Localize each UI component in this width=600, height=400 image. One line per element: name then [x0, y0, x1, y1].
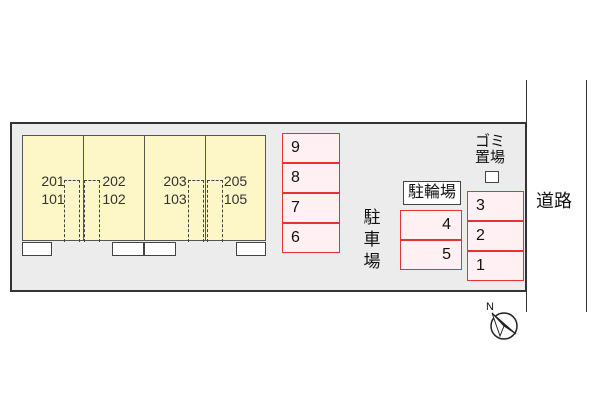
- entrance-step: [236, 242, 266, 256]
- parking-number: 8: [291, 169, 300, 186]
- parking-lot-label: 駐 車 場: [363, 208, 381, 271]
- bicycle-parking-label: 駐輪場: [403, 181, 461, 205]
- parking-number: 7: [291, 199, 300, 216]
- parking-number: 1: [476, 257, 485, 274]
- unit-number-lower: 101: [41, 191, 65, 207]
- apartment-unit[interactable]: 205 105: [205, 135, 266, 241]
- parking-number: 5: [442, 246, 451, 263]
- parking-number: 6: [291, 229, 300, 246]
- road-edge-line: [526, 80, 527, 312]
- entrance-step: [22, 242, 52, 256]
- apartment-unit[interactable]: 202 102: [83, 135, 145, 241]
- parking-space-5[interactable]: 5: [400, 240, 462, 270]
- apartment-unit[interactable]: 201 101: [22, 135, 84, 241]
- parking-space-2[interactable]: 2: [467, 221, 524, 251]
- parking-space-1[interactable]: 1: [467, 251, 524, 281]
- parking-space-8[interactable]: 8: [282, 163, 340, 193]
- unit-number-lower: 102: [102, 191, 126, 207]
- stair-outline: [207, 180, 223, 242]
- parking-space-7[interactable]: 7: [282, 193, 340, 223]
- unit-number-upper: 202: [102, 173, 126, 189]
- road-label: 道路: [536, 191, 572, 211]
- parking-space-4[interactable]: 4: [400, 210, 462, 240]
- parking-space-3[interactable]: 3: [467, 191, 524, 221]
- garbage-area-label: ゴミ 置場: [474, 133, 505, 166]
- parking-space-6[interactable]: 6: [282, 223, 340, 253]
- parking-number: 2: [476, 227, 485, 244]
- unit-number-lower: 105: [223, 191, 248, 207]
- parking-number: 9: [291, 139, 300, 156]
- stair-outline: [84, 180, 100, 242]
- stair-outline: [188, 180, 204, 242]
- unit-number-upper: 205: [223, 173, 248, 189]
- entrance-step: [112, 242, 144, 256]
- compass-icon: N: [486, 301, 518, 340]
- unit-number-lower: 103: [163, 191, 187, 207]
- road-edge-line: [586, 80, 587, 312]
- parking-space-9[interactable]: 9: [282, 133, 340, 163]
- parking-number: 3: [476, 197, 485, 214]
- parking-number: 4: [442, 216, 451, 233]
- stair-outline: [64, 180, 80, 242]
- garbage-bin-icon: [485, 171, 499, 183]
- unit-number-upper: 203: [163, 173, 187, 189]
- unit-number-upper: 201: [41, 173, 65, 189]
- compass-north-label: N: [486, 301, 494, 313]
- entrance-step: [144, 242, 176, 256]
